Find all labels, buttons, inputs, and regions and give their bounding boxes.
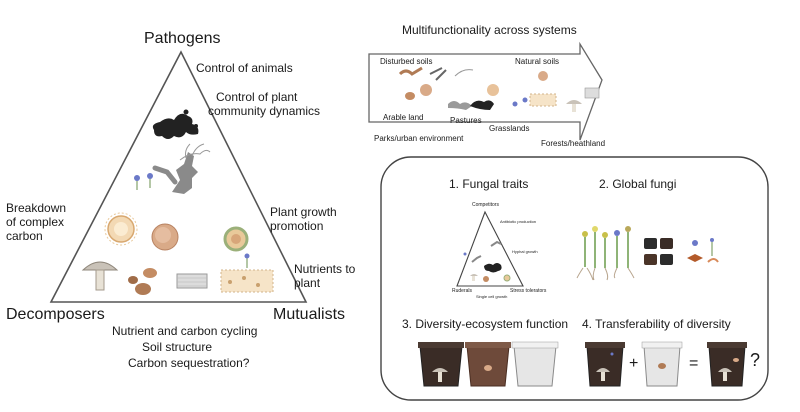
trait-label-antibiotic: Antibiotic production bbox=[500, 219, 537, 224]
research-panel bbox=[380, 156, 769, 401]
label-soil-structure: Soil structure bbox=[142, 340, 213, 354]
spore-brown-icon bbox=[151, 223, 179, 251]
panel-title-diversity-function: 3. Diversity-ecosystem function bbox=[402, 317, 569, 331]
trait-label-ruderals: Ruderals bbox=[452, 288, 473, 294]
pot-light-recipient bbox=[641, 341, 683, 387]
mini-triangle-icons bbox=[463, 240, 511, 282]
question-mark: ? bbox=[750, 350, 761, 370]
pot-brown-2 bbox=[465, 342, 511, 387]
thin-hyphae-icon bbox=[179, 143, 211, 161]
label-plant-growth-2: promotion bbox=[270, 219, 324, 233]
label-breakdown-2: of complex bbox=[6, 215, 65, 229]
label-nutrient-cycling: Nutrient and carbon cycling bbox=[112, 324, 258, 338]
small-flowers-icon bbox=[134, 173, 153, 190]
label-natural-soils: Natural soils bbox=[515, 57, 560, 66]
panel-title-fungal-traits: 1. Fungal traits bbox=[449, 177, 529, 191]
panel-title-global-fungi: 2. Global fungi bbox=[599, 177, 677, 191]
label-pastures: Pastures bbox=[450, 116, 482, 125]
pathogen-fungus-icon bbox=[152, 109, 199, 139]
label-parks-urban: Parks/urban environment bbox=[374, 134, 464, 143]
vertex-label-decomposers: Decomposers bbox=[6, 306, 105, 323]
equals-sign: = bbox=[689, 355, 699, 372]
plant-roots-icons bbox=[576, 226, 635, 281]
vertex-label-mutualists: Mutualists bbox=[273, 306, 346, 323]
soil-sample-tiles bbox=[644, 238, 673, 265]
label-carbon-sequestration: Carbon sequestration? bbox=[128, 356, 250, 370]
label-plant-growth-1: Plant growth bbox=[270, 205, 337, 219]
mycorrhiza-ring-icon bbox=[223, 226, 249, 252]
pot-dark-1 bbox=[418, 342, 464, 387]
multifunctionality-title: Multifunctionality across systems bbox=[402, 23, 577, 37]
mushroom-icon bbox=[81, 261, 119, 291]
label-breakdown-3: carbon bbox=[6, 229, 43, 243]
fungal-spore-orange-icon bbox=[104, 212, 138, 246]
panel-title-transferability: 4. Transferability of diversity bbox=[582, 317, 731, 331]
label-control-animals: Control of animals bbox=[196, 61, 293, 75]
label-arable-land: Arable land bbox=[383, 113, 424, 122]
arrow-contents-icons bbox=[398, 66, 600, 112]
plus-sign: + bbox=[629, 355, 639, 372]
label-nutrients-2: plant bbox=[294, 276, 321, 290]
pot-light-3 bbox=[511, 341, 559, 387]
label-nutrients-1: Nutrients to bbox=[294, 262, 356, 276]
hyphae-grey-icon bbox=[152, 152, 198, 194]
label-control-plant-1: Control of plant bbox=[216, 90, 298, 104]
trait-label-stress-tolerators: Stress tolerators bbox=[510, 288, 547, 294]
hyphal-mat-icon bbox=[176, 273, 208, 289]
trait-label-competitors: Competitors bbox=[472, 202, 499, 208]
label-grasslands: Grasslands bbox=[489, 124, 530, 133]
label-breakdown-1: Breakdown bbox=[6, 201, 67, 215]
pot-dark-result bbox=[707, 342, 747, 387]
label-disturbed-soils: Disturbed soils bbox=[380, 57, 433, 66]
vertex-label-pathogens: Pathogens bbox=[144, 30, 221, 47]
brown-spores-icon bbox=[128, 268, 157, 295]
fungal-traits-triangle bbox=[456, 210, 524, 287]
trait-label-single-cell: Single cell growth bbox=[476, 294, 508, 299]
systems-arrow bbox=[368, 41, 603, 141]
trait-label-hyphal-growth: Hyphal growth bbox=[512, 249, 538, 254]
root-nodule-icon bbox=[220, 253, 274, 293]
pot-dark-source bbox=[585, 342, 625, 387]
label-forests-heathland: Forests/heathland bbox=[541, 139, 606, 148]
global-fungi-icons bbox=[687, 238, 719, 263]
label-control-plant-2: community dynamics bbox=[208, 104, 321, 118]
function-triangle bbox=[49, 50, 308, 303]
